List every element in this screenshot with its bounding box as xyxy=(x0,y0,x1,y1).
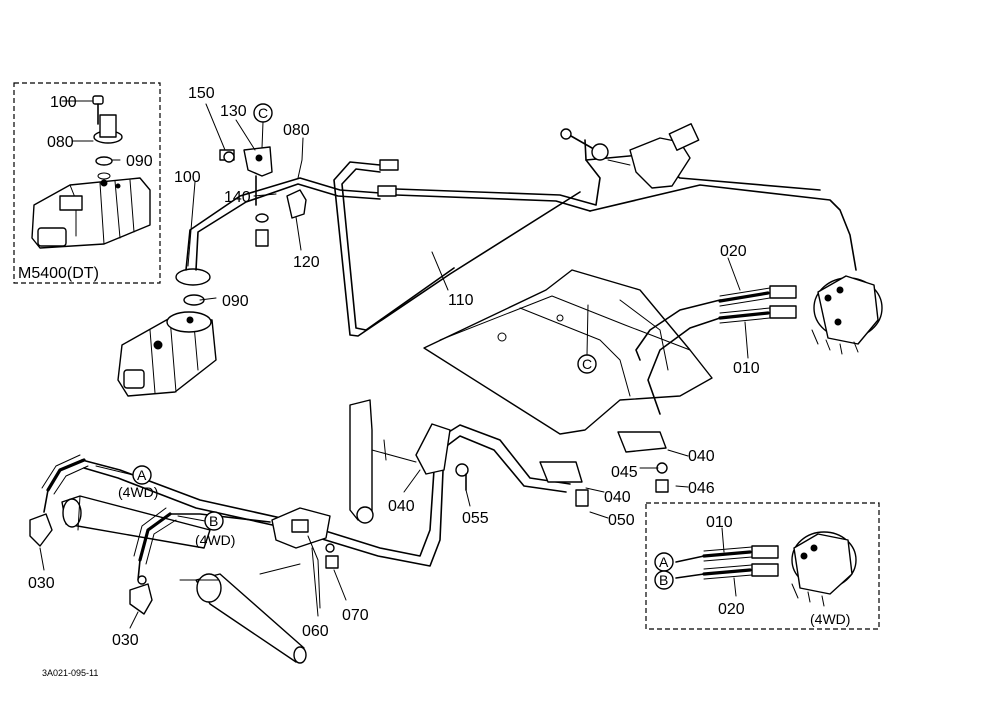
note-4wd-b: (4WD) xyxy=(195,532,235,548)
svg-text:B: B xyxy=(209,513,218,529)
svg-text:C: C xyxy=(258,105,268,121)
label-040-c: 040 xyxy=(388,498,415,515)
pipe-080 xyxy=(185,137,397,271)
steering-valve-main xyxy=(811,275,883,355)
inset-variant-label: (4WD) xyxy=(810,611,850,627)
label-100-inset: 100 xyxy=(50,94,77,111)
label-120: 120 xyxy=(293,254,320,271)
pipe-110 xyxy=(333,139,601,337)
clamp-120 xyxy=(286,189,307,219)
cylinder-upper xyxy=(61,495,211,549)
callout-a-right: A xyxy=(654,552,674,572)
inset-steering-valve xyxy=(791,531,857,607)
relief-valve xyxy=(560,123,700,189)
label-040-a: 040 xyxy=(688,448,715,465)
inset-model-label: M5400(DT) xyxy=(18,265,99,282)
label-110: 110 xyxy=(448,292,474,309)
bracket-040-right xyxy=(539,431,669,507)
label-080-inset: 080 xyxy=(47,134,74,151)
label-046: 046 xyxy=(688,480,715,497)
label-100: 100 xyxy=(174,169,201,186)
label-055: 055 xyxy=(462,510,489,527)
label-130: 130 xyxy=(220,103,247,120)
label-140: 140 xyxy=(224,189,251,206)
inset-4wd: A B 010 020 (4WD) xyxy=(645,502,880,630)
callout-b-right: B xyxy=(654,570,674,590)
label-150: 150 xyxy=(188,85,215,102)
elbow-030 xyxy=(29,513,153,615)
floor-plate xyxy=(423,269,713,435)
hoses-010-020 xyxy=(635,285,797,415)
pipe-long-lower xyxy=(81,424,571,567)
callout-c-mid: C xyxy=(577,304,597,374)
main-pump xyxy=(117,268,217,397)
label-030-a: 030 xyxy=(28,575,55,592)
label-045: 045 xyxy=(611,464,638,481)
inset-frame-top-left xyxy=(13,82,161,284)
bracket-040-left xyxy=(349,399,469,524)
label-060: 060 xyxy=(302,623,329,640)
svg-text:A: A xyxy=(137,467,147,483)
lower-left-labels: 030 030 060 070 xyxy=(28,547,369,649)
pump-flange xyxy=(175,268,211,286)
inset-pump xyxy=(31,177,151,249)
middle-labels: 040 045 046 040 050 040 055 xyxy=(388,448,715,529)
label-020-inset: 020 xyxy=(718,601,745,618)
label-010-inset: 010 xyxy=(706,514,733,531)
callout-b-left: B (4WD) xyxy=(177,511,235,548)
svg-text:B: B xyxy=(659,572,668,588)
inset-flange-bolt xyxy=(61,95,123,180)
callout-a-left: A (4WD) xyxy=(95,465,158,500)
label-010: 010 xyxy=(733,360,760,377)
label-070: 070 xyxy=(342,607,369,624)
label-090-inset: 090 xyxy=(126,153,153,170)
label-080: 080 xyxy=(283,122,310,139)
inset-m5400-dt: 100 080 090 M5400(DT) xyxy=(13,82,161,284)
svg-text:C: C xyxy=(582,356,592,372)
bracket-060-070 xyxy=(259,507,339,609)
callout-c-top: C xyxy=(253,103,273,149)
svg-text:A: A xyxy=(659,554,669,570)
inset-frame-bottom-right xyxy=(645,502,880,630)
hose-b-left xyxy=(133,507,271,581)
cylinder-lower xyxy=(179,573,307,664)
hose-a-left xyxy=(41,454,89,513)
label-020: 020 xyxy=(720,243,747,260)
clamp-130-150 xyxy=(219,146,307,247)
note-4wd-a: (4WD) xyxy=(118,484,158,500)
label-030-b: 030 xyxy=(112,632,139,649)
label-090: 090 xyxy=(222,293,249,310)
label-040-b: 040 xyxy=(604,489,631,506)
pipe-080-fitting xyxy=(377,185,397,197)
inset-hoses xyxy=(675,545,779,580)
label-050: 050 xyxy=(608,512,635,529)
upper-labels: 150 130 080 100 140 120 090 110 020 010 xyxy=(174,85,760,377)
drawing-code: 3A021-095-11 xyxy=(42,668,98,678)
